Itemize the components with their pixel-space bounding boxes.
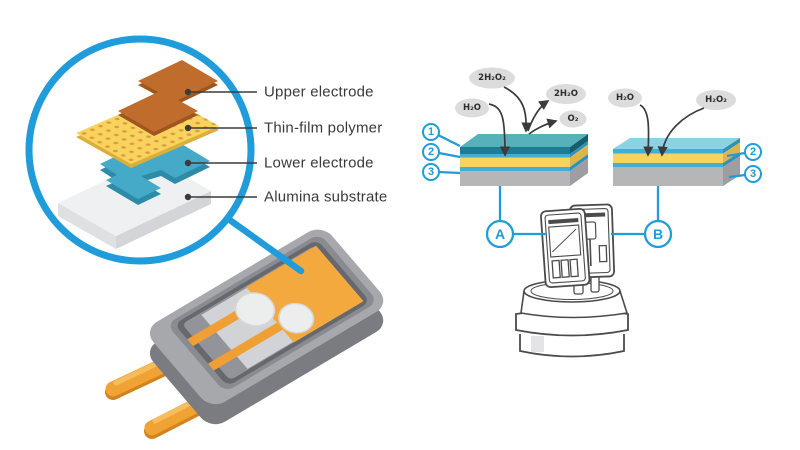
letter-circle-b [643,219,673,249]
label-alumina-substrate: Alumina substrate [264,188,388,206]
marker-b-3: 3 [749,168,757,180]
label-leaders [188,91,257,198]
magnifier-leader-line [223,214,305,275]
reaction-arrows [488,86,705,157]
reaction-block-b [613,138,740,186]
bubble-a-2h2o2 [469,67,515,89]
marker-circle-a3 [422,163,440,181]
sensor-polymer-pad [246,245,364,343]
letter-circle-a [485,219,515,249]
sensor-blob-1 [234,292,276,327]
bubble-b-h2o2 [696,90,736,110]
bubble-a-2h2o [546,84,586,104]
molecule-a-o2: O₂ [567,114,579,124]
magnifier [25,35,305,275]
probe-chip-a [540,207,591,288]
probe-body [519,334,625,358]
marker-circle-b2 [744,143,762,161]
letter-a: A [494,226,506,242]
marker-a-1: 1 [427,126,435,138]
bubble-a-o2 [559,110,587,128]
molecule-bubbles [455,67,736,128]
bubble-b-h2o [608,88,642,108]
marker-circle-b3 [744,165,762,183]
marker-circle-a1 [422,123,440,141]
molecule-a-2h2o2: 2H₂O₂ [478,73,506,83]
sensor-blob-2 [278,302,315,334]
marker-b-2: 2 [749,146,757,158]
label-dots [184,88,192,201]
letter-b: B [652,226,664,242]
molecule-a-h2o: H₂O [462,103,482,113]
marker-a-3: 3 [427,166,435,178]
layer-upper-electrode [118,60,218,136]
sensor-component-3d [105,229,384,439]
marker-circle-a2 [422,143,440,161]
molecule-b-h2o: H₂O [615,93,635,103]
letter-circles [485,219,673,249]
label-lower-electrode: Lower electrode [264,154,374,172]
sensor-body-top [149,229,384,405]
callout-lines [437,133,746,236]
marker-circles [422,123,762,183]
reaction-block-a [460,134,588,186]
molecule-b-h2o2: H₂O₂ [705,95,727,105]
bubble-a-h2o [455,98,489,118]
label-thin-film-polymer: Thin-film polymer [264,119,383,137]
sensor-trace-2 [208,320,287,371]
label-upper-electrode: Upper electrode [264,83,374,101]
molecule-a-2h2o: 2H₂O [554,89,578,99]
marker-a-2: 2 [427,146,435,158]
probe-illustration [515,203,629,358]
